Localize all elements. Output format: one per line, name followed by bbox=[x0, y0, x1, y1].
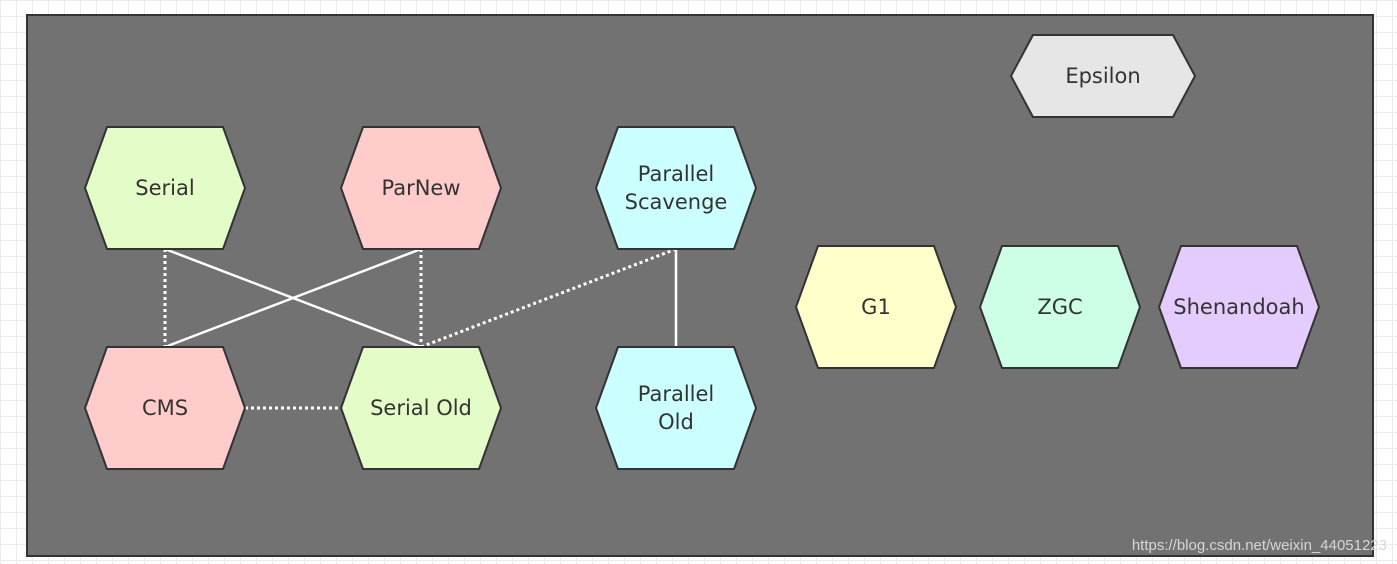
node-zgc[interactable]: ZGC bbox=[978, 245, 1142, 369]
node-label-line: Serial Old bbox=[370, 396, 472, 420]
node-label: Epsilon bbox=[1065, 64, 1140, 88]
edge-parnew-to-cms bbox=[164, 247, 422, 349]
hexagon-shape bbox=[594, 126, 758, 250]
node-label-line: G1 bbox=[861, 295, 891, 319]
node-shenandoah[interactable]: Shenandoah bbox=[1157, 245, 1321, 369]
hexagon-shape bbox=[83, 346, 247, 470]
watermark-url: https://blog.csdn.net/weixin_44051223 bbox=[1131, 537, 1387, 554]
node-serial-old[interactable]: Serial Old bbox=[339, 346, 503, 470]
node-label: CMS bbox=[142, 396, 188, 420]
hexagon-shape bbox=[339, 346, 503, 470]
node-parnew[interactable]: ParNew bbox=[339, 126, 503, 250]
node-label: Serial Old bbox=[370, 396, 472, 420]
node-epsilon[interactable]: Epsilon bbox=[1009, 34, 1197, 118]
node-label: ParNew bbox=[381, 176, 460, 200]
hexagon-shape bbox=[1157, 245, 1321, 369]
node-label-line: Parallel bbox=[638, 162, 715, 186]
node-label: G1 bbox=[861, 295, 891, 319]
hexagon-shape bbox=[1009, 34, 1197, 118]
node-label: ZGC bbox=[1037, 295, 1082, 319]
node-label: Shenandoah bbox=[1173, 295, 1304, 319]
node-label-line: Parallel bbox=[638, 382, 715, 406]
hexagon-shape bbox=[978, 245, 1142, 369]
node-serial[interactable]: Serial bbox=[83, 126, 247, 250]
node-label-line: ParNew bbox=[381, 176, 460, 200]
hexagon-shape bbox=[594, 346, 758, 470]
edges-layer bbox=[163, 247, 678, 410]
node-label-line: Shenandoah bbox=[1173, 295, 1304, 319]
node-g1[interactable]: G1 bbox=[794, 245, 958, 369]
node-label-line: Old bbox=[658, 410, 694, 434]
node-label: Serial bbox=[135, 176, 194, 200]
node-label-line: CMS bbox=[142, 396, 188, 420]
node-label-line: Scavenge bbox=[625, 190, 728, 214]
node-label-line: ZGC bbox=[1037, 295, 1082, 319]
hexagon-shape bbox=[83, 126, 247, 250]
node-label-line: Epsilon bbox=[1065, 64, 1140, 88]
node-cms[interactable]: CMS bbox=[83, 346, 247, 470]
hexagon-shape bbox=[794, 245, 958, 369]
node-label-line: Serial bbox=[135, 176, 194, 200]
hexagon-shape bbox=[339, 126, 503, 250]
